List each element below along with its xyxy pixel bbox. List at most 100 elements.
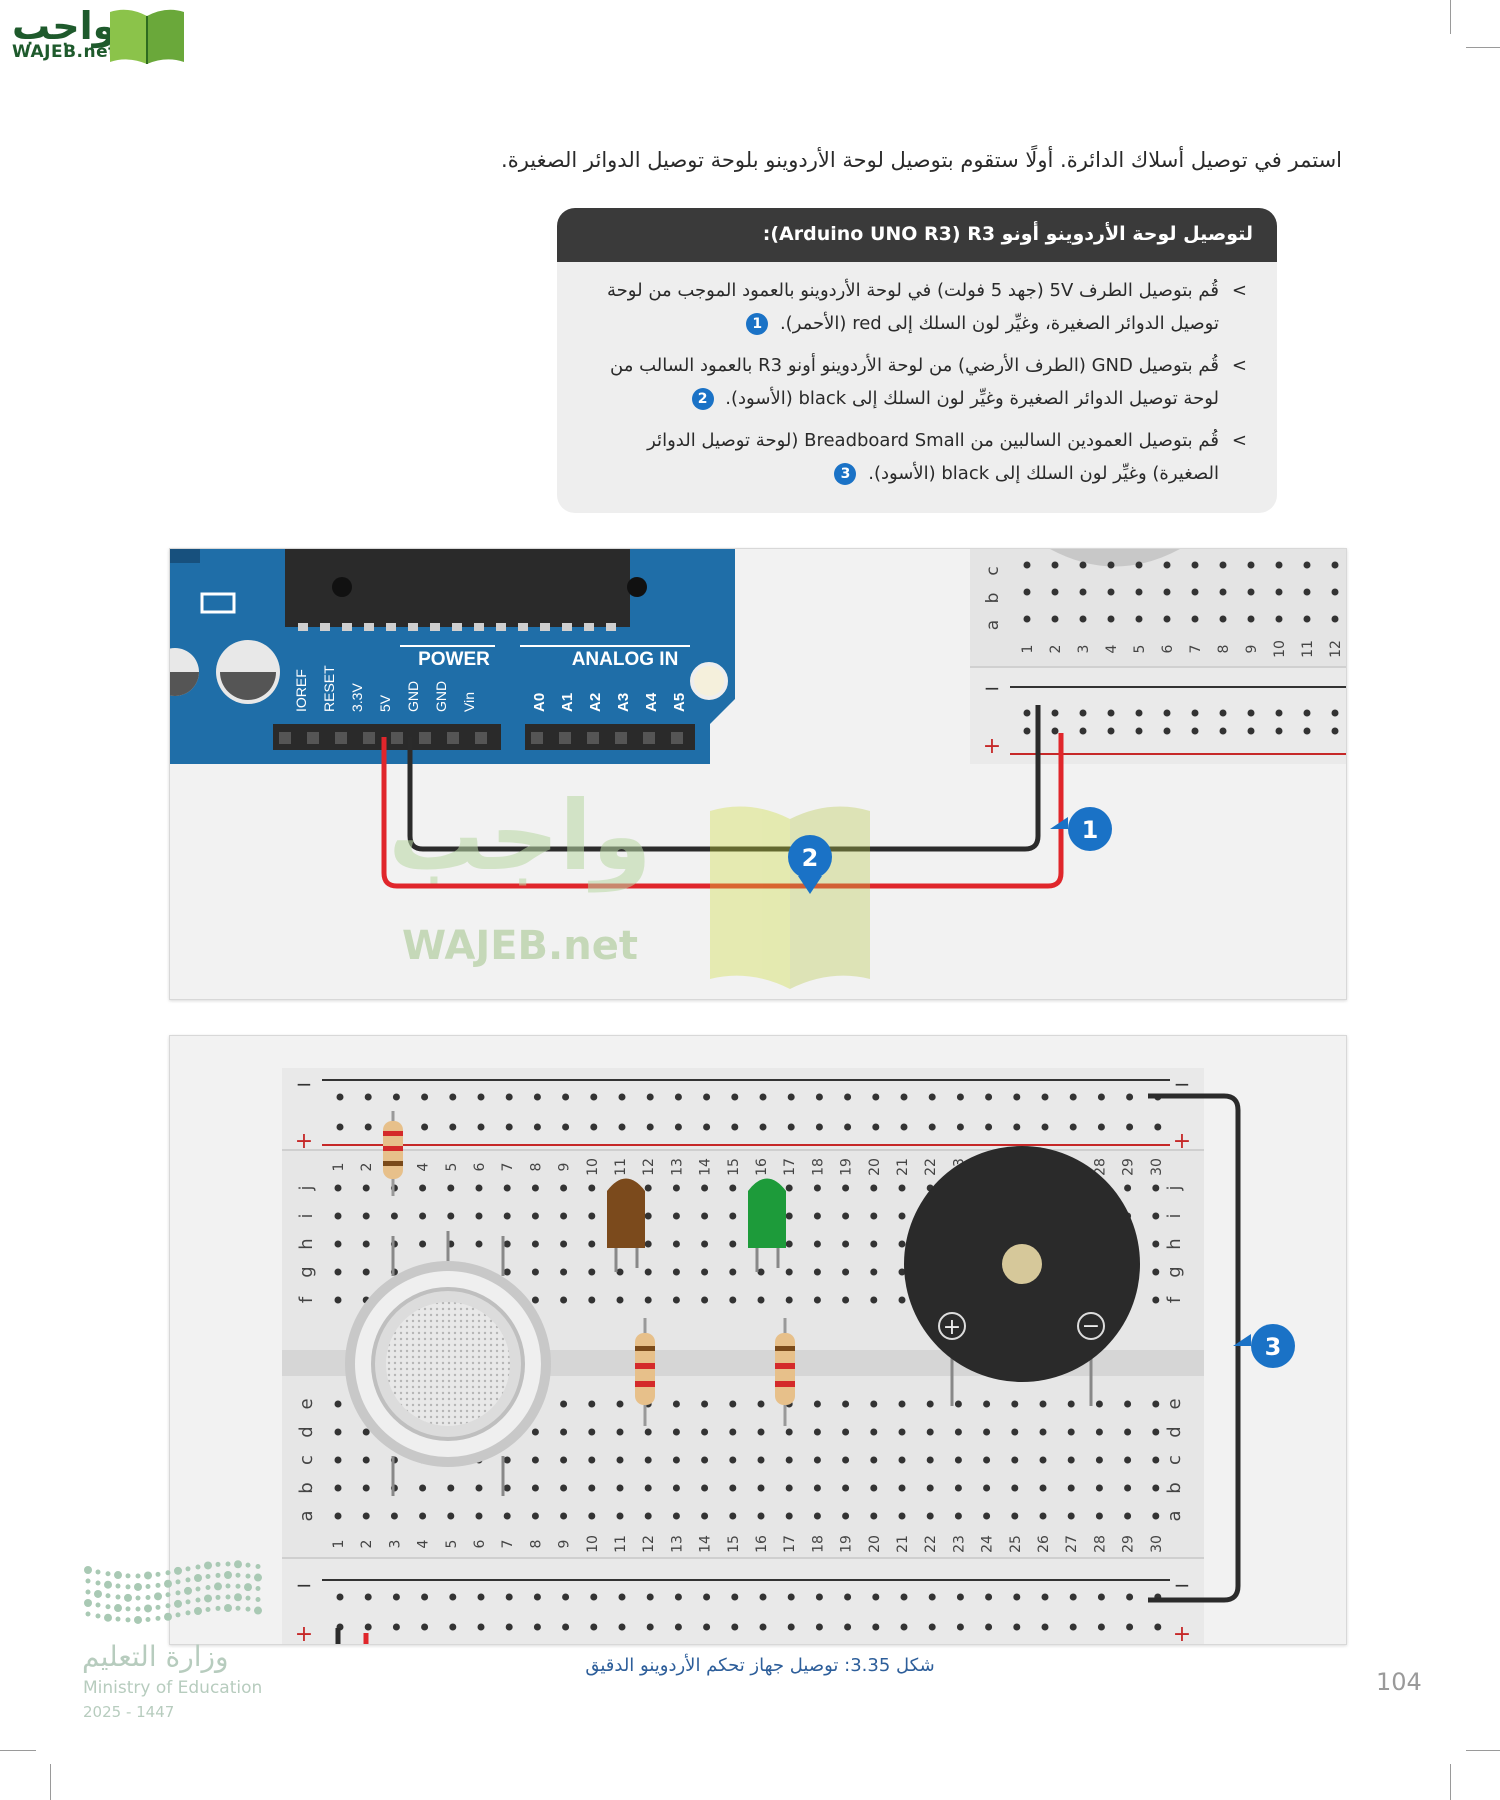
rail-hole	[1069, 1623, 1077, 1631]
rail-hole	[1126, 1123, 1134, 1131]
logo-dot	[245, 1595, 251, 1601]
rail-hole	[449, 1093, 457, 1101]
breadboard-hole	[644, 1484, 652, 1492]
logo-dot	[144, 1571, 152, 1580]
breadboard-hole	[898, 1400, 906, 1408]
logo-dot	[244, 1583, 252, 1592]
logo-dot	[105, 1593, 111, 1599]
list-item-text: قُم بتوصيل الطرف 5V (جهد 5 فولت) في لوحة…	[607, 280, 1219, 334]
rail-hole	[1013, 1093, 1021, 1101]
breadboard-hole	[1152, 1400, 1160, 1408]
breadboard-hole	[785, 1428, 793, 1436]
logo-dot	[155, 1582, 161, 1588]
chip-pin	[320, 623, 330, 631]
breadboard-hole	[1095, 1512, 1103, 1520]
column-label: 7	[500, 1163, 516, 1172]
row-label: d	[296, 1426, 317, 1437]
column-label: 15	[726, 1535, 742, 1553]
rail-hole	[759, 1093, 767, 1101]
breadboard-hole	[334, 1456, 342, 1464]
breadboard-hole	[1095, 1484, 1103, 1492]
logo-dot	[125, 1617, 131, 1623]
row-label: j	[1164, 1185, 1185, 1191]
breadboard-hole	[757, 1484, 765, 1492]
breadboard-hole	[475, 1240, 483, 1248]
logo-dot	[185, 1610, 191, 1616]
breadboard-hole	[729, 1428, 737, 1436]
column-label: 28	[1092, 1158, 1108, 1176]
row-label: b	[1164, 1482, 1185, 1493]
breadboard-hole	[503, 1268, 511, 1276]
logo-dot	[104, 1613, 112, 1622]
step-badge: 3	[834, 463, 857, 485]
breadboard-diagram: − − + + − − + + 112233445566778899101011…	[282, 1068, 1295, 1644]
rail-hole	[590, 1623, 598, 1631]
breadboard-hole	[644, 1428, 652, 1436]
rail-hole	[928, 1623, 936, 1631]
breadboard-hole	[362, 1184, 370, 1192]
column-label: 9	[557, 1540, 573, 1549]
power-pin-label: 3.3V	[349, 683, 365, 712]
breadboard-hole	[334, 1268, 342, 1276]
rail-hole	[590, 1093, 598, 1101]
breadboard-hole	[926, 1428, 934, 1436]
breadboard-hole	[1275, 709, 1283, 717]
breadboard-hole	[644, 1212, 652, 1220]
column-label: 3	[1076, 645, 1092, 654]
breadboard-hole	[757, 1400, 765, 1408]
breadboard-hole	[1135, 561, 1143, 569]
rail-hole	[731, 1093, 739, 1101]
breadboard-hole	[1124, 1184, 1132, 1192]
breadboard-hole	[503, 1184, 511, 1192]
column-label: 17	[782, 1158, 798, 1176]
rail-hole	[505, 1093, 513, 1101]
logo-dot	[224, 1604, 232, 1613]
rail-hole	[1069, 1123, 1077, 1131]
breadboard-hole	[926, 1512, 934, 1520]
breadboard-hole	[644, 1456, 652, 1464]
column-label: 13	[669, 1158, 685, 1176]
rail-hole	[815, 1123, 823, 1131]
breadboard-hole	[898, 1268, 906, 1276]
column-label: 7	[1188, 645, 1204, 654]
logo-dot	[135, 1573, 141, 1579]
breadboard-hole	[1107, 709, 1115, 717]
rail-hole	[562, 1093, 570, 1101]
breadboard-hole	[701, 1400, 709, 1408]
rail-hole	[1097, 1093, 1105, 1101]
logo-dot	[164, 1579, 172, 1588]
rail-hole	[646, 1093, 654, 1101]
ministry-arabic: وزارة التعليم	[82, 1640, 229, 1673]
rail-hole	[815, 1593, 823, 1601]
logo-dot	[174, 1599, 182, 1608]
breadboard-hole	[1107, 615, 1115, 623]
breadboard-hole	[1247, 709, 1255, 717]
rail-hole	[1154, 1623, 1162, 1631]
breadboard-hole	[1275, 727, 1283, 735]
analog-pin-label: A4	[643, 692, 660, 712]
breadboard-hole	[1079, 727, 1087, 735]
minus-rail-label: −	[296, 1072, 313, 1096]
breadboard-hole	[616, 1484, 624, 1492]
rail-hole	[562, 1123, 570, 1131]
row-label: b	[296, 1482, 317, 1493]
breadboard-hole	[560, 1484, 568, 1492]
rail-hole	[533, 1123, 541, 1131]
page-number: 104	[1376, 1668, 1422, 1696]
breadboard-hole	[672, 1512, 680, 1520]
logo-arabic: واجب	[12, 4, 117, 48]
rail-hole	[533, 1593, 541, 1601]
breadboard-hole	[785, 1212, 793, 1220]
rail-hole	[956, 1093, 964, 1101]
row-label: f	[1164, 1296, 1185, 1303]
plus-rail-label: +	[1173, 1622, 1191, 1644]
breadboard-hole	[729, 1212, 737, 1220]
logo-dot	[175, 1590, 181, 1596]
row-label: j	[296, 1185, 317, 1191]
breadboard-hole	[1152, 1512, 1160, 1520]
breadboard-hole	[1303, 561, 1311, 569]
breadboard-hole	[362, 1240, 370, 1248]
breadboard-hole	[870, 1296, 878, 1304]
rail-hole	[618, 1093, 626, 1101]
rail-hole	[1126, 1623, 1134, 1631]
